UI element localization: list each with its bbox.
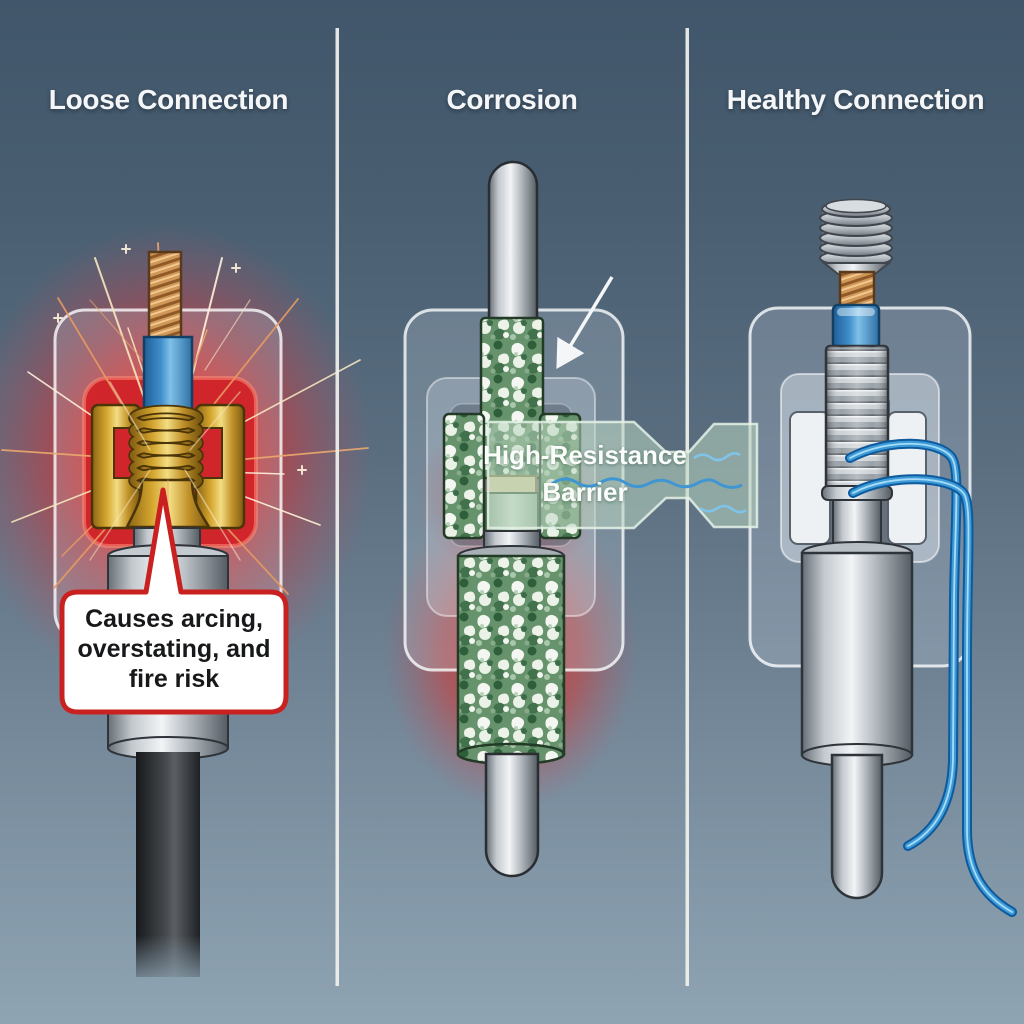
- terminal-pin-bottom: [484, 752, 540, 878]
- clamp-jaw-left: [789, 411, 831, 545]
- threaded-stud: [819, 198, 893, 275]
- loose-connection-figure: [0, 224, 373, 977]
- corroded-clamp-left: [442, 412, 486, 540]
- copper-strands: [838, 270, 876, 308]
- panel-divider: [335, 28, 339, 986]
- panel-dividers: [335, 28, 689, 986]
- wavy-current-line-icon: [551, 477, 743, 489]
- warning-callout-bubble: [59, 487, 289, 715]
- panel-divider: [685, 28, 689, 986]
- terminal-pin-top: [487, 160, 539, 332]
- corroded-body: [456, 554, 566, 756]
- high-resistance-banner: [486, 420, 759, 530]
- copper-strands: [147, 250, 183, 342]
- healthy-connection-figure: [748, 198, 1017, 917]
- corrosion-pointer-arrow-icon: [556, 276, 614, 369]
- connector-barrel: [800, 551, 914, 757]
- terminal-pin-bottom: [830, 753, 884, 900]
- threaded-rod: [824, 344, 890, 499]
- hookup-wires: [845, 438, 1017, 917]
- cable: [136, 752, 200, 977]
